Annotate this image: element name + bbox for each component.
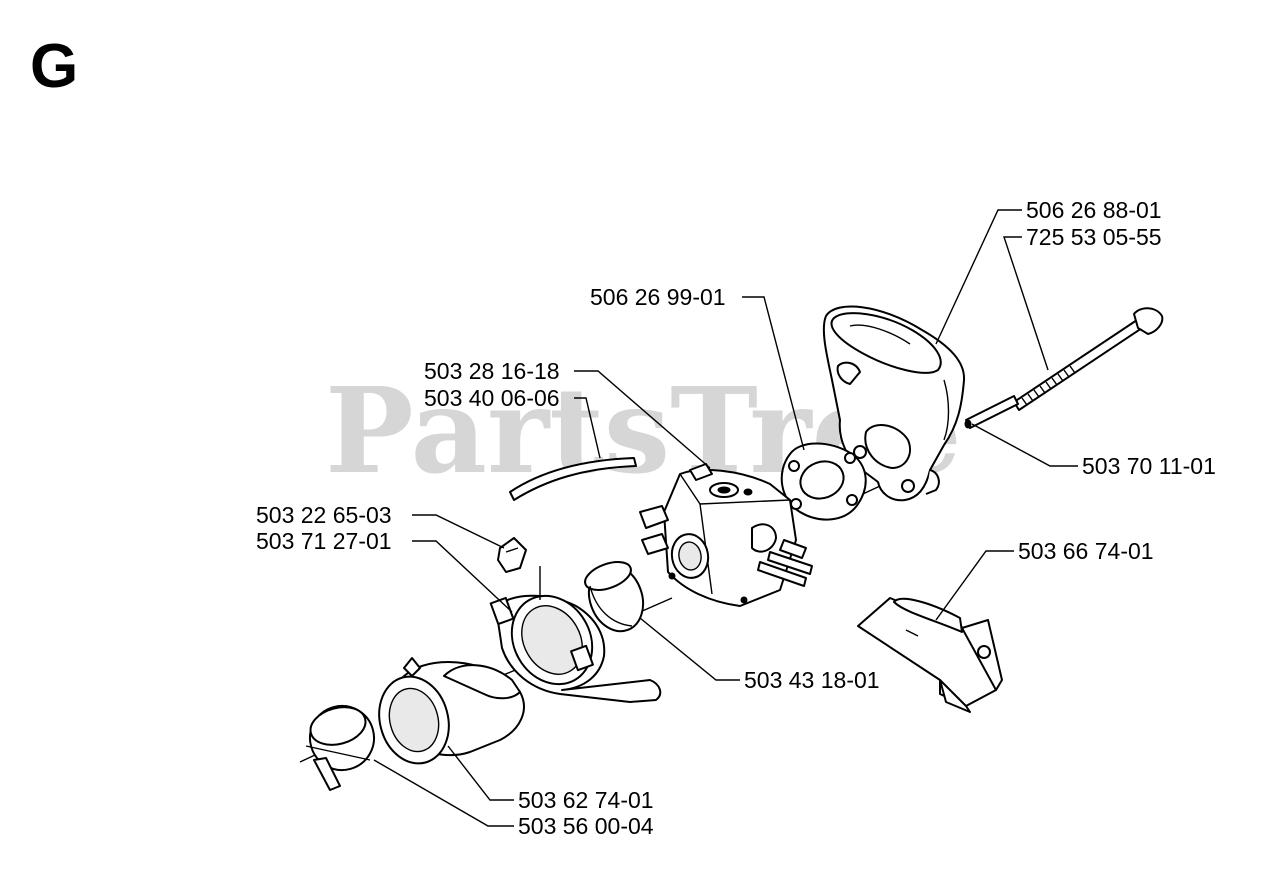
throttle-linkage-part xyxy=(857,597,1003,713)
part-number-gasket[interactable]: 506 26 99-01 xyxy=(590,284,726,310)
part-number-bolt[interactable]: 725 53 05-55 xyxy=(1026,224,1162,250)
part-number-fuel-hose[interactable]: 503 40 06-06 xyxy=(424,385,560,411)
muffler-part xyxy=(822,305,966,502)
part-number-ring[interactable]: 503 43 18-01 xyxy=(744,667,880,693)
clip-part xyxy=(497,537,527,573)
carburetor-part xyxy=(639,463,813,607)
section-letter: G xyxy=(30,32,79,101)
hose-clamp-part xyxy=(305,705,375,791)
intake-adapter-part xyxy=(378,657,525,765)
bolt-part xyxy=(1013,307,1164,411)
part-number-carburetor[interactable]: 503 28 16-18 xyxy=(424,358,560,384)
part-number-hose-clamp[interactable]: 503 56 00-04 xyxy=(518,813,654,839)
part-number-intake-adapter[interactable]: 503 62 74-01 xyxy=(518,787,654,813)
part-number-spacer[interactable]: 503 70 11-01 xyxy=(1082,453,1216,479)
part-number-clip[interactable]: 503 22 65-03 xyxy=(256,502,392,528)
ring-part xyxy=(584,561,645,633)
spacer-part xyxy=(964,395,1019,429)
fuel-hose-part xyxy=(509,457,637,501)
leader-lines xyxy=(373,209,1078,827)
gasket-part xyxy=(780,442,867,521)
bracket-part xyxy=(489,594,662,703)
part-number-throttle-linkage[interactable]: 503 66 74-01 xyxy=(1018,538,1154,564)
part-number-muffler[interactable]: 506 26 88-01 xyxy=(1026,197,1162,223)
part-number-bracket[interactable]: 503 71 27-01 xyxy=(256,528,392,554)
